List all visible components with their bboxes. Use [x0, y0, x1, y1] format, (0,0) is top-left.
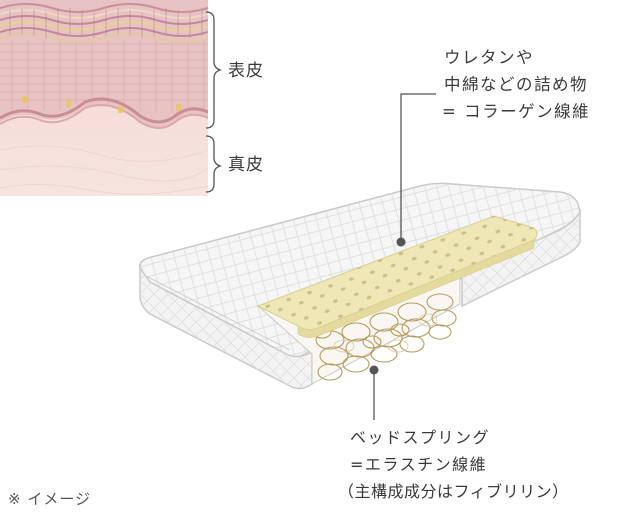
callout-urethane-line3: = コラーゲン線維 — [442, 102, 591, 121]
label-epidermis: 表皮 — [228, 61, 264, 81]
callout-spring-line3: （主構成成分はフィブリリン） — [338, 482, 569, 501]
callout-urethane: ウレタンや 中綿などの詰め物 = コラーゲン線維 — [442, 44, 591, 125]
dermis-bracket — [205, 135, 223, 193]
mattress-illustration — [138, 182, 581, 390]
callout-dot-spring — [369, 365, 379, 375]
leader-line-urethane — [400, 93, 436, 242]
callout-spring-line2: =エラスチン線維 — [350, 455, 488, 474]
skin-brackets — [205, 11, 223, 193]
leader-lines — [373, 93, 436, 420]
skin-cross-section — [0, 0, 208, 196]
label-dermis: 真皮 — [228, 155, 264, 175]
callout-spring: ベッドスプリング =エラスチン線維 （主構成成分はフィブリリン） — [338, 424, 569, 505]
footnote-image-note: ※ イメージ — [8, 490, 92, 508]
epidermis-bracket — [205, 11, 223, 129]
callout-urethane-line2: 中綿などの詰め物 — [444, 75, 588, 94]
callout-dot-urethane — [396, 237, 406, 247]
callout-urethane-line1: ウレタンや — [444, 48, 534, 67]
callout-spring-line1: ベッドスプリング — [350, 428, 491, 447]
